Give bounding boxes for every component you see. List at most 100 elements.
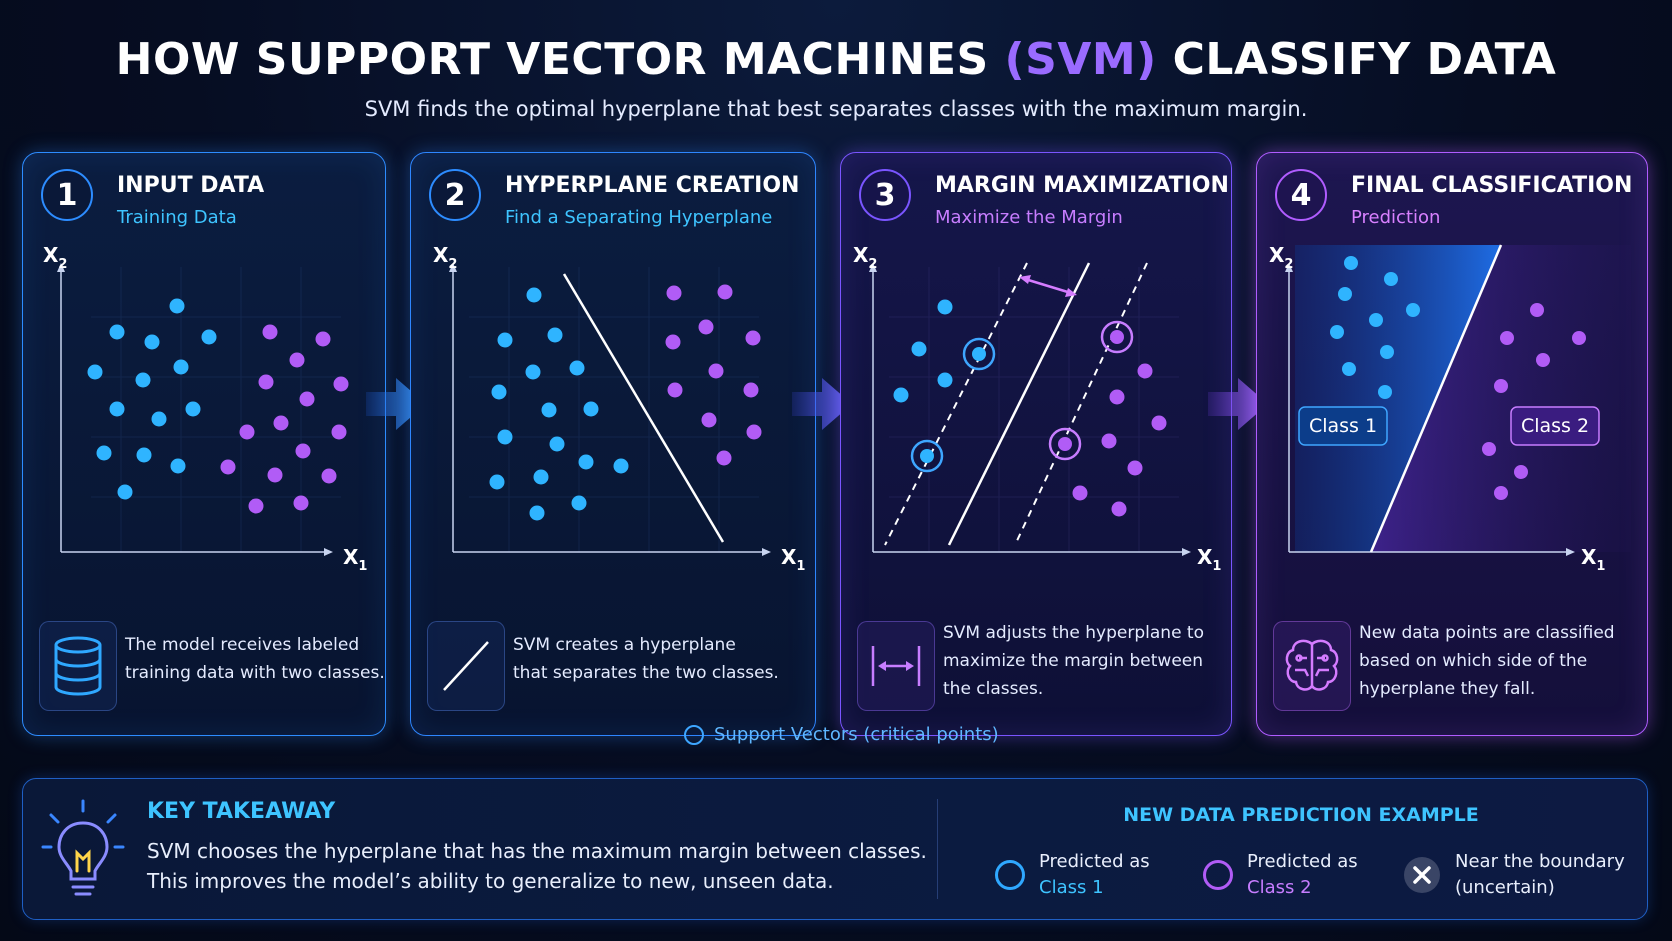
- point: [248, 498, 264, 514]
- point: [547, 327, 563, 343]
- point: [295, 443, 311, 459]
- step-number: 1: [41, 169, 93, 221]
- point: [239, 424, 255, 440]
- svg-text:X2: X2: [1269, 243, 1293, 272]
- svg-text:X2: X2: [853, 243, 877, 272]
- y-axis-arrow: [57, 263, 65, 272]
- y-axis-arrow: [449, 263, 457, 272]
- point: [745, 330, 761, 346]
- panel-hyperplane-creation: 2 HYPERPLANE CREATION Find a Separating …: [410, 152, 816, 736]
- class1-points: [87, 298, 217, 500]
- panel-description: SVM adjusts the hyperplane to maximize t…: [943, 623, 1204, 699]
- point: [333, 376, 349, 392]
- point: [144, 334, 160, 350]
- point: [109, 401, 125, 417]
- point: [262, 324, 278, 340]
- database-icon: [39, 621, 117, 711]
- x-axis-sub: 1: [358, 559, 367, 574]
- panel-description: The model receives labeled training data…: [125, 635, 385, 683]
- brain-icon: [1273, 621, 1351, 711]
- y-axis-arrow: [1285, 263, 1293, 272]
- legend-near-boundary: Near the boundary (uncertain): [1403, 849, 1625, 901]
- point: [169, 298, 185, 314]
- svg-text:Class 1: Class 1: [1309, 415, 1377, 437]
- point: [1494, 486, 1508, 500]
- class1-label: Class 1: [1298, 406, 1388, 446]
- x-axis-label: X: [781, 545, 797, 569]
- point: [698, 319, 714, 335]
- class2-region: [1371, 245, 1631, 552]
- x-axis-arrow: [762, 548, 771, 556]
- x-axis-sub: 1: [1212, 559, 1221, 574]
- point: [666, 285, 682, 301]
- point: [489, 474, 505, 490]
- point: [746, 424, 762, 440]
- x-axis-sub: 1: [796, 559, 805, 574]
- svg-text:X2: X2: [43, 243, 67, 272]
- y-axis-label: X: [853, 243, 869, 267]
- point: [533, 469, 549, 485]
- class1-region: [1295, 245, 1501, 552]
- point: [96, 445, 112, 461]
- point: [87, 364, 103, 380]
- point: [273, 415, 289, 431]
- point: [497, 429, 513, 445]
- svg-text:X2: X2: [433, 243, 457, 272]
- point: [1344, 256, 1358, 270]
- point: [1127, 460, 1143, 476]
- point: [526, 287, 542, 303]
- y-axis-sub: 2: [58, 257, 67, 272]
- y-axis-sub: 2: [868, 257, 877, 272]
- page-title: HOW SUPPORT VECTOR MACHINES (SVM) CLASSI…: [0, 34, 1672, 85]
- panel-final-classification: 4 FINAL CLASSIFICATION Prediction X2 X1: [1256, 152, 1648, 736]
- page-subtitle: SVM finds the optimal hyperplane that be…: [364, 97, 1308, 121]
- grid: [469, 267, 759, 552]
- class2-points: [1072, 363, 1167, 517]
- x-axis-arrow: [1566, 548, 1575, 556]
- panel-title: INPUT DATA: [117, 173, 265, 198]
- point: [937, 372, 953, 388]
- scatter-plot: X2 X 1: [853, 243, 1221, 574]
- point: [1536, 353, 1550, 367]
- y-axis-sub: 2: [1284, 257, 1293, 272]
- point: [717, 284, 733, 300]
- legend-predicted-class2: Predicted as Class 2: [1203, 849, 1358, 901]
- blue-ring-icon: [995, 860, 1025, 890]
- point: [571, 495, 587, 511]
- key-takeaway-line-2: This improves the model’s ability to gen…: [147, 869, 834, 893]
- class1-points: [1330, 256, 1420, 399]
- key-takeaway-section: KEY TAKEAWAY SVM chooses the hyperplane …: [22, 778, 1648, 920]
- point: [135, 372, 151, 388]
- scatter-plot: X2 X1: [433, 243, 805, 574]
- arrow-right-icon: [792, 378, 852, 430]
- title-accent: (SVM): [1004, 34, 1157, 85]
- point: [1384, 272, 1398, 286]
- point: [665, 334, 681, 350]
- point: [1342, 362, 1356, 376]
- point: [201, 329, 217, 345]
- double-arrow-icon: [857, 621, 935, 711]
- panel-margin-maximization: 3 MARGIN MAXIMIZATION Maximize the Margi…: [840, 152, 1232, 736]
- y-axis-label: X: [433, 243, 449, 267]
- point: [299, 391, 315, 407]
- point: [497, 332, 513, 348]
- x-axis-label: X: [343, 545, 359, 569]
- svg-text:X1: X1: [1581, 545, 1605, 574]
- panel-description: New data points are classified based on …: [1359, 623, 1615, 699]
- class2-points: [665, 284, 762, 466]
- grid: [889, 267, 1179, 552]
- point: [491, 384, 507, 400]
- panel-subtitle: Maximize the Margin: [935, 207, 1123, 228]
- point: [109, 324, 125, 340]
- legend-predicted-class1: Predicted as Class 1: [995, 849, 1150, 901]
- panel-input-data: 1 INPUT DATA Training Data X2 X1: [22, 152, 386, 736]
- step-number: 4: [1275, 169, 1327, 221]
- support-vector-ring-icon: [684, 724, 704, 745]
- support-vector-class2: [1048, 320, 1134, 461]
- panel-subtitle: Training Data: [117, 207, 237, 228]
- line-icon: [427, 621, 505, 711]
- class2-label: Class 2: [1510, 406, 1600, 446]
- point: [529, 505, 545, 521]
- point: [1494, 379, 1508, 393]
- point: [170, 458, 186, 474]
